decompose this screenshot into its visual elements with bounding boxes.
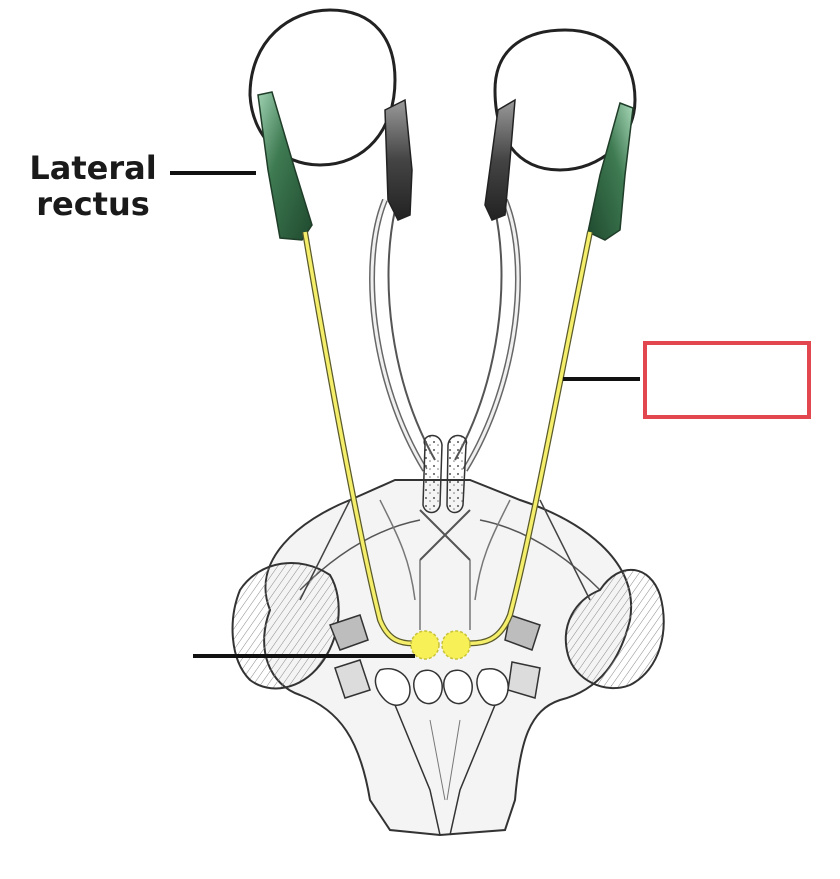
- right-lateral-rectus-muscle: [587, 102, 634, 241]
- left-medial-rectus: [384, 98, 413, 221]
- left-abducens-nucleus: [410, 630, 440, 660]
- right-eyeball: [493, 28, 637, 172]
- optic-pathway: [369, 198, 521, 630]
- answer-box[interactable]: [643, 341, 811, 419]
- lateral-rectus-label: Lateral rectus: [18, 150, 168, 222]
- lateral-rectus-label-line1: Lateral: [29, 149, 157, 187]
- lateral-rectus-label-line2: rectus: [36, 185, 150, 223]
- right-medial-rectus: [484, 98, 516, 221]
- abducens-nerves: [302, 231, 593, 647]
- right-abducens-nucleus: [441, 630, 471, 660]
